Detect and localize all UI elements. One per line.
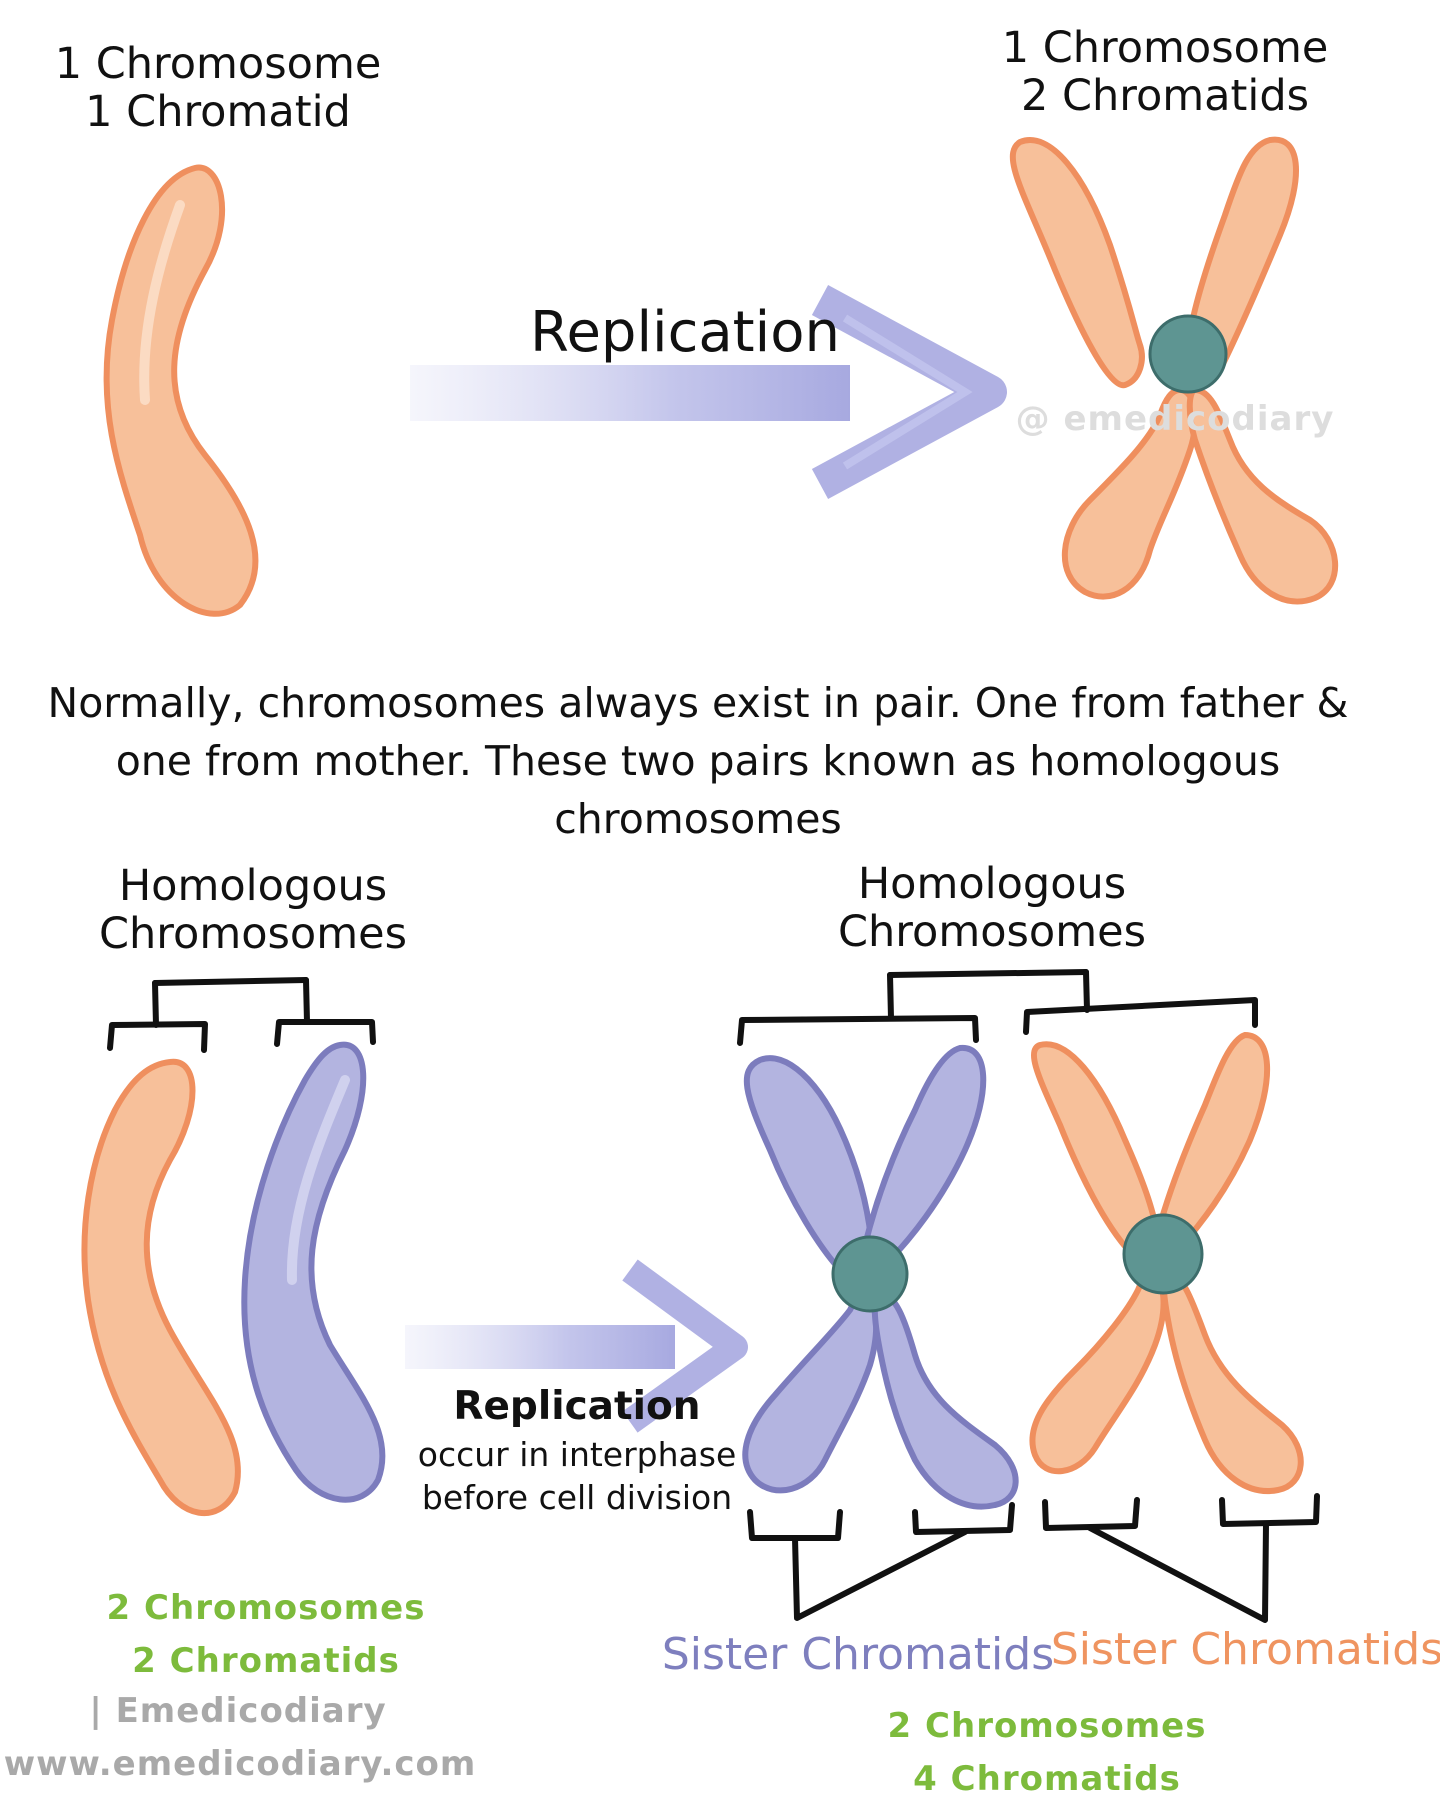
sister-bracket-purple [747, 1502, 1015, 1621]
homologous-header-left: Homologous Chromosomes [99, 862, 407, 958]
label-line: 1 Chromosome [1001, 23, 1329, 73]
left-counts: 2 Chromosomes 2 Chromatids [107, 1582, 426, 1687]
watermark: @ emedicodiary [1015, 399, 1335, 439]
label-line: 1 Chromatid [85, 87, 351, 138]
highlight [286, 1075, 350, 1285]
label-line: 2 Chromatids [132, 1640, 400, 1681]
brand-text: | Emedicodiary [89, 1691, 387, 1731]
label-line: 2 Chromosomes [887, 1706, 1207, 1746]
label-line: Chromosomes [99, 909, 407, 960]
label-line: Homologous [857, 859, 1127, 909]
website-url[interactable]: www.emedicodiary.com [3, 1744, 477, 1784]
replication-arrow-bottom [405, 1259, 748, 1433]
replicated-chromosome-top [1009, 136, 1339, 605]
label-line: 1 Chromosome [54, 39, 382, 89]
description-text: Normally, chromosomes always exist in pa… [47, 679, 1349, 844]
label-line: Homologous [118, 861, 388, 911]
replication-label-bottom: Replication [453, 1384, 701, 1429]
label-line: 4 Chromatids [913, 1758, 1181, 1799]
right-counts: 2 Chromosomes 4 Chromatids [888, 1700, 1207, 1805]
label-line: Chromosomes [838, 907, 1146, 958]
label-line: 2 Chromosomes [106, 1588, 426, 1628]
single-chromatid-top [103, 164, 259, 617]
replicated-chromosome-orange [1029, 1031, 1304, 1494]
replication-arrow-top [410, 285, 1007, 499]
sister-chromatids-orange-label: Sister Chromatids [1050, 1624, 1440, 1675]
label-line: occur in interphase [417, 1435, 737, 1474]
homologous-bracket-left [107, 977, 376, 1053]
homologous-header-right: Homologous Chromosomes [838, 860, 1146, 956]
paternal-chromatid [241, 1041, 386, 1503]
replicated-chromosome-purple [742, 1044, 1019, 1510]
replicated-chromosome-label: 1 Chromosome 2 Chromatids [1002, 24, 1329, 120]
sister-chromatids-purple-label: Sister Chromatids [661, 1629, 1055, 1680]
label-line: before cell division [421, 1477, 733, 1517]
homologous-bracket-right [737, 969, 1258, 1046]
label-line: 2 Chromatids [1020, 71, 1310, 122]
replication-note: occur in interphase before cell division [418, 1434, 737, 1520]
maternal-chromatid [81, 1058, 241, 1517]
single-chromatid-label: 1 Chromosome 1 Chromatid [55, 40, 382, 136]
highlight [139, 200, 185, 405]
replication-label-top: Replication [530, 300, 840, 365]
sister-bracket-orange [1042, 1493, 1320, 1623]
